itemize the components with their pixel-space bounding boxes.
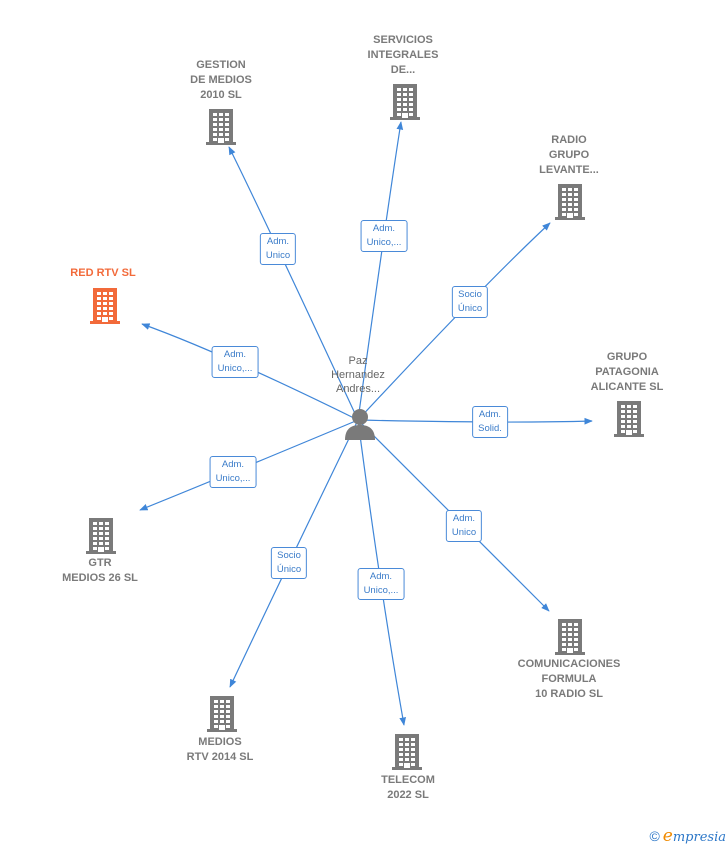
company-label-line: 2010 SL [200, 89, 242, 101]
building-icon[interactable] [554, 617, 586, 655]
edge-label-line: Adm. [223, 349, 247, 360]
person-name-line: Andres... [335, 383, 381, 395]
brand-logo-text: mpresia [672, 830, 726, 845]
company-label-line: PATAGONIA [595, 366, 659, 378]
building-icon[interactable] [391, 732, 423, 770]
edge-label-comunicaciones-formula[interactable]: Adm. Unico [445, 510, 483, 542]
company-label-line: GTR [88, 557, 112, 569]
edge-label-line: Solid. [478, 423, 502, 434]
edge-label-red-rtv[interactable]: Adm. Unico,... [211, 346, 259, 378]
company-label-line: DE... [390, 64, 416, 76]
company-label-line: TELECOM [381, 774, 435, 786]
company-label-line: RTV 2014 SL [186, 751, 254, 763]
edge-label-line: Adm. [369, 571, 393, 582]
building-icon[interactable] [389, 82, 421, 120]
company-label-line: INTEGRALES [367, 49, 439, 61]
company-label-line: SERVICIOS [373, 34, 433, 46]
brand-footer[interactable]: ©empresia [649, 826, 726, 846]
edge-label-gestion-medios[interactable]: Adm. Unico [259, 233, 297, 265]
company-label-gtr-medios[interactable]: GTR MEDIOS 26 SL [62, 556, 138, 586]
company-label-gestion-medios[interactable]: GESTION DE MEDIOS 2010 SL [190, 58, 252, 103]
company-label-telecom[interactable]: TELECOM 2022 SL [381, 773, 435, 803]
edge-label-gtr-medios[interactable]: Adm. Unico,... [209, 456, 257, 488]
company-label-medios-rtv[interactable]: MEDIOS RTV 2014 SL [187, 735, 254, 765]
edge-label-line: Adm. [372, 223, 396, 234]
edge-label-line: Unico,... [215, 473, 251, 484]
company-label-line: RED RTV SL [70, 267, 136, 279]
company-label-grupo-patagonia[interactable]: GRUPO PATAGONIA ALICANTE SL [591, 350, 664, 395]
edge-label-grupo-patagonia[interactable]: Adm. Solid. [472, 406, 508, 438]
building-icon[interactable] [613, 399, 645, 437]
building-icon[interactable] [85, 516, 117, 554]
company-label-line: DE MEDIOS [190, 74, 252, 86]
brand-logo-initial: e [662, 826, 673, 846]
company-label-line: COMUNICACIONES [517, 658, 621, 670]
company-label-line: GRUPO [548, 149, 590, 161]
company-label-line: MEDIOS [198, 736, 242, 748]
edge-label-line: Socio [277, 550, 301, 561]
edge-label-line: Adm. [266, 236, 290, 247]
building-icon[interactable] [206, 694, 238, 732]
edge-label-servicios-integrales[interactable]: Adm. Unico,... [360, 220, 408, 252]
company-label-line: 10 RADIO SL [535, 688, 603, 700]
edge-label-line: Adm. [452, 513, 476, 524]
company-label-radio-grupo-levante[interactable]: RADIO GRUPO LEVANTE... [539, 133, 599, 178]
edge-label-line: Adm. [478, 409, 502, 420]
company-label-line: 2022 SL [387, 789, 429, 801]
building-icon[interactable] [554, 182, 586, 220]
company-label-servicios-integrales[interactable]: SERVICIOS INTEGRALES DE... [368, 33, 439, 78]
edge-label-line: Único [457, 303, 483, 314]
person-name-line: Hernandez [331, 369, 385, 381]
company-label-line: GESTION [196, 59, 246, 71]
edge-label-line: Unico [451, 527, 477, 538]
company-label-line: MEDIOS 26 SL [62, 572, 138, 584]
company-label-line: LEVANTE... [539, 164, 599, 176]
company-label-line: RADIO [551, 134, 587, 146]
edge-label-line: Adm. [221, 459, 245, 470]
edge-label-line: Unico,... [366, 237, 402, 248]
edge-label-line: Único [276, 564, 302, 575]
building-icon[interactable] [89, 286, 121, 324]
company-label-line: FORMULA [541, 673, 597, 685]
company-label-line: GRUPO [606, 351, 648, 363]
company-label-line: ALICANTE SL [590, 381, 664, 393]
edge-radio-grupo-levante [357, 222, 551, 421]
company-label-red-rtv[interactable]: RED RTV SL [70, 266, 135, 281]
edge-label-line: Unico [265, 250, 291, 261]
person-icon[interactable] [343, 407, 377, 441]
copyright-symbol: © [649, 828, 660, 844]
edge-label-line: Socio [458, 289, 482, 300]
person-name-line: Paz [348, 355, 368, 367]
edge-label-line: Unico,... [217, 363, 253, 374]
building-icon[interactable] [205, 107, 237, 145]
edge-label-telecom[interactable]: Adm. Unico,... [357, 568, 405, 600]
edge-label-line: Unico,... [363, 585, 399, 596]
company-label-comunicaciones-formula[interactable]: COMUNICACIONES FORMULA 10 RADIO SL [518, 657, 621, 702]
